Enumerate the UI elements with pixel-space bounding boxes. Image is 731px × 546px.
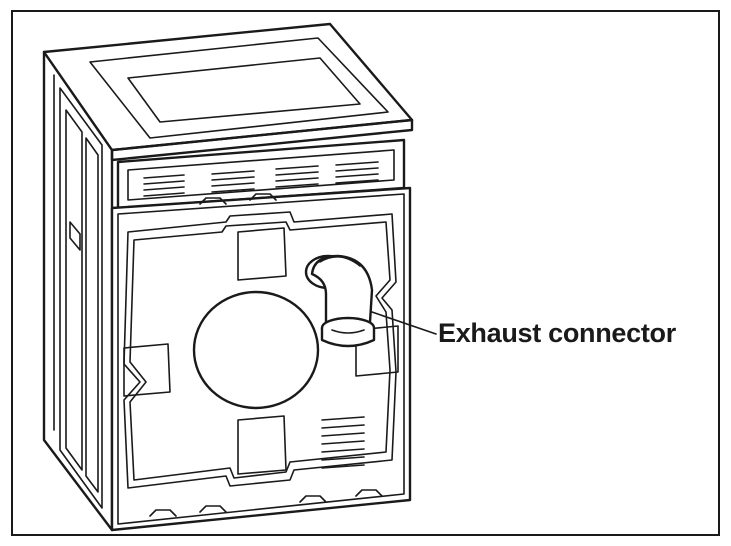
vent-louver-group-2 <box>211 170 255 193</box>
exhaust-vent-icon <box>304 254 376 348</box>
vent-louver-group-1 <box>143 174 185 197</box>
vent-louver-group-4 <box>335 161 379 184</box>
drum-back-circle <box>192 290 320 410</box>
top-vent-strip <box>116 138 406 210</box>
dryer-top-panel <box>42 22 414 162</box>
callout-leader-line <box>371 311 437 335</box>
exhaust-connector-label: Exhaust connector <box>438 318 676 348</box>
vent-louver-group-3 <box>275 165 319 188</box>
rear-vent-louvers <box>321 416 365 469</box>
